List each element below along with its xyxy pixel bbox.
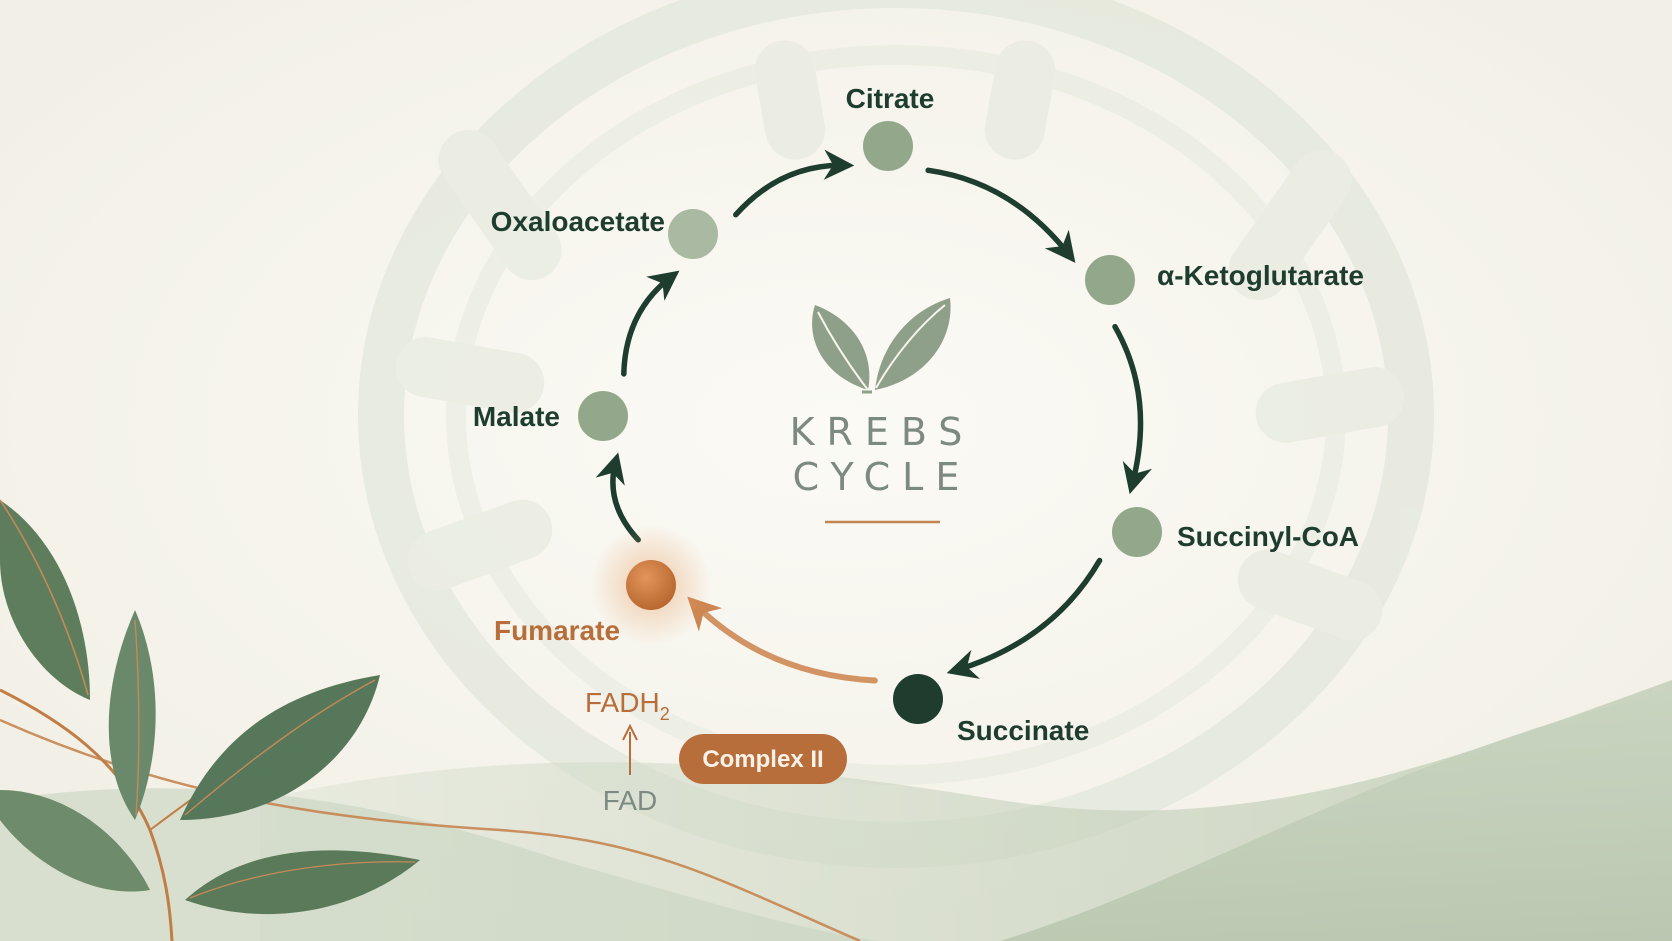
edge-alpha-ketoglutarate-to-succinyl-coa bbox=[1112, 323, 1153, 495]
edge-succinyl-coa-to-succinate bbox=[946, 557, 1103, 679]
node-succinyl-coa-marker bbox=[1112, 507, 1162, 557]
node-oxaloacetate-marker bbox=[668, 209, 718, 259]
edge-malate-to-oxaloacetate bbox=[621, 270, 680, 377]
node-alpha-ketoglutarate-marker bbox=[1085, 255, 1135, 305]
node-malate: Malate bbox=[473, 391, 628, 441]
enzyme-badge-label: Complex II bbox=[702, 746, 823, 773]
plant-branch-icon bbox=[0, 499, 420, 941]
node-succinyl-coa-label: Succinyl-CoA bbox=[1177, 521, 1359, 552]
node-oxaloacetate: Oxaloacetate bbox=[491, 206, 718, 259]
node-malate-label: Malate bbox=[473, 401, 560, 432]
node-citrate: Citrate bbox=[846, 83, 935, 171]
edge-succinate-to-fumarate bbox=[687, 596, 878, 684]
node-succinate: Succinate bbox=[893, 674, 1089, 746]
cofactor-arrow-icon bbox=[622, 723, 638, 775]
node-fumarate-label: Fumarate bbox=[494, 615, 620, 646]
node-alpha-ketoglutarate: α-Ketoglutarate bbox=[1085, 255, 1364, 305]
cofactor-product: FADH2 bbox=[585, 687, 670, 724]
copper-swoosh-line bbox=[0, 718, 861, 941]
node-citrate-label: Citrate bbox=[846, 83, 935, 114]
title-line-1: KREBS bbox=[790, 410, 975, 454]
node-alpha-ketoglutarate-label: α-Ketoglutarate bbox=[1157, 260, 1364, 291]
edge-citrate-to-alpha-ketoglutarate bbox=[925, 167, 1076, 263]
node-citrate-marker bbox=[863, 121, 913, 171]
hill-right bbox=[1000, 690, 1672, 941]
edge-oxaloacetate-to-citrate bbox=[733, 149, 855, 218]
node-succinyl-coa: Succinyl-CoA bbox=[1112, 507, 1359, 557]
cofactor-substrate: FAD bbox=[603, 785, 657, 816]
node-malate-marker bbox=[578, 391, 628, 441]
node-oxaloacetate-label: Oxaloacetate bbox=[491, 206, 665, 237]
node-succinate-marker bbox=[893, 674, 943, 724]
node-fumarate-marker bbox=[626, 560, 676, 610]
enzyme-badge: Complex II bbox=[679, 734, 847, 784]
title-line-2: CYCLE bbox=[793, 455, 972, 499]
node-succinate-label: Succinate bbox=[957, 715, 1089, 746]
leaves-icon bbox=[812, 298, 951, 394]
node-fumarate: Fumarate bbox=[494, 560, 676, 646]
